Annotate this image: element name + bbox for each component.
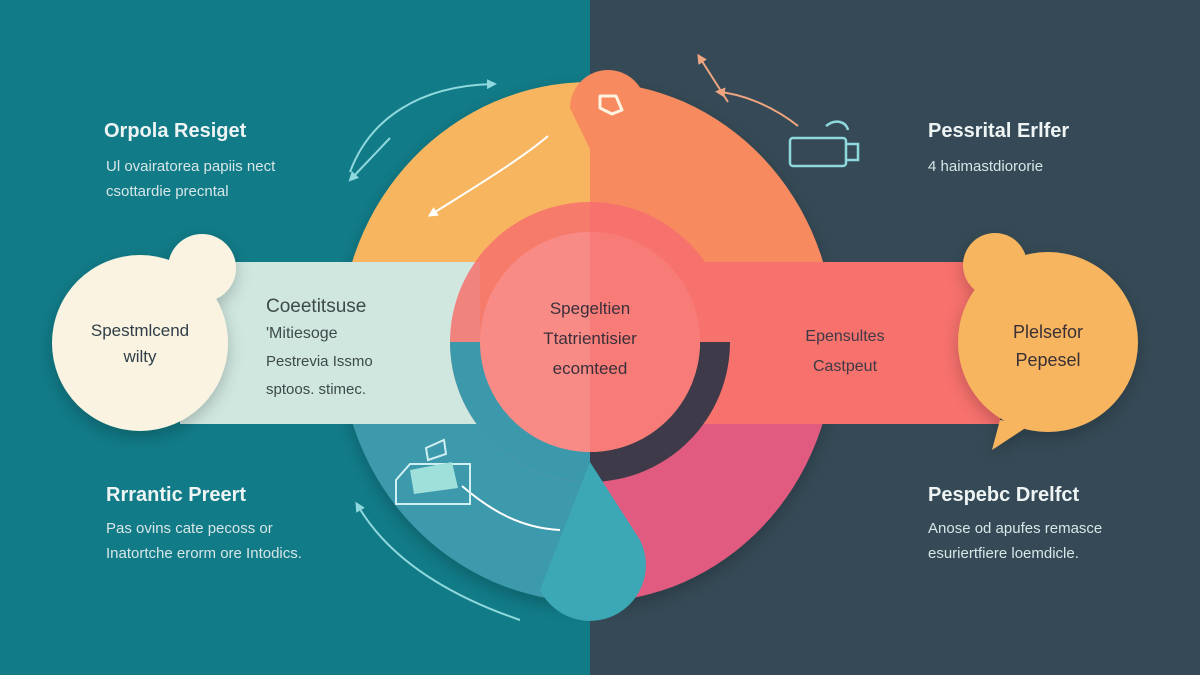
top-right-description: 4 haimastdiororie — [928, 154, 1043, 179]
arrow-top-right-diag — [697, 53, 729, 103]
left-band-text: Coeetitsuse 'Mitiesoge Pestrevia Issmo s… — [266, 294, 373, 404]
tray-icon — [395, 438, 471, 505]
center-line: ecomteed — [552, 359, 628, 378]
left-bubble-line: wilty — [123, 347, 157, 366]
right-bubble — [958, 233, 1138, 450]
bottom-right-description: Anose od apufes remasce esuriertfiere lo… — [928, 516, 1102, 566]
top-left-description: Ul ovairatorea papiis nect csottardie pr… — [106, 154, 275, 204]
arrow-top-right — [715, 87, 799, 127]
arrow-top-left-outer — [349, 79, 497, 173]
drop-icon — [570, 70, 646, 186]
right-band-text: Epensultes Castpeut — [770, 322, 920, 382]
left-band-heading: Coeetitsuse — [266, 296, 367, 317]
top-right-title: Pessrital Erlfer — [928, 120, 1070, 142]
top-left-line: csottardie precntal — [106, 183, 229, 200]
cup-icon — [788, 120, 860, 168]
left-bubble — [52, 234, 236, 431]
top-left-line: Ul ovairatorea papiis nect — [106, 158, 276, 175]
right-band — [700, 262, 1000, 424]
top-left-title: Orpola Resiget — [104, 120, 247, 142]
left-band-line: sptoos. stimec. — [266, 381, 367, 398]
right-bubble-line: Plelsefor — [1012, 322, 1084, 342]
bottom-right-line: Anose od apufes remasce — [928, 520, 1103, 537]
arrow-top-left-inner — [348, 137, 391, 182]
bottom-left-description: Pas ovins cate pecoss or Inatortche eror… — [106, 516, 302, 566]
bottom-left-line: Pas ovins cate pecoss or — [106, 520, 273, 537]
right-bubble-text: Plelsefor Pepesel — [970, 318, 1126, 374]
arrow-inside-yellow — [427, 135, 549, 217]
left-bubble-text: Spestmlcend wilty — [60, 318, 220, 370]
bottom-right-line: esuriertfiere loemdicle. — [928, 545, 1079, 562]
left-bubble-line: Spestmlcend — [90, 321, 190, 340]
bottom-pin — [540, 462, 646, 621]
bottom-right-title: Pespebc Drelfct — [928, 484, 1080, 506]
center-text: Spegeltien Ttatrientisier ecomteed — [500, 294, 680, 384]
right-bubble-line: Pepesel — [1015, 350, 1081, 370]
left-band-line: Pestrevia Issmo — [266, 353, 373, 370]
arrow-bottom-left — [355, 501, 521, 621]
left-band-line: 'Mitiesoge — [266, 325, 338, 342]
right-band-line: Castpeut — [812, 358, 878, 375]
center-line: Spegeltien — [549, 299, 631, 318]
left-band — [180, 262, 480, 424]
bottom-left-title: Rrrantic Preert — [106, 484, 247, 506]
right-band-line: Epensultes — [805, 328, 885, 345]
bottom-left-line: Inatortche erorm ore Intodics. — [106, 545, 302, 562]
center-line: Ttatrientisier — [543, 329, 637, 348]
top-right-line: 4 haimastdiororie — [928, 158, 1044, 175]
